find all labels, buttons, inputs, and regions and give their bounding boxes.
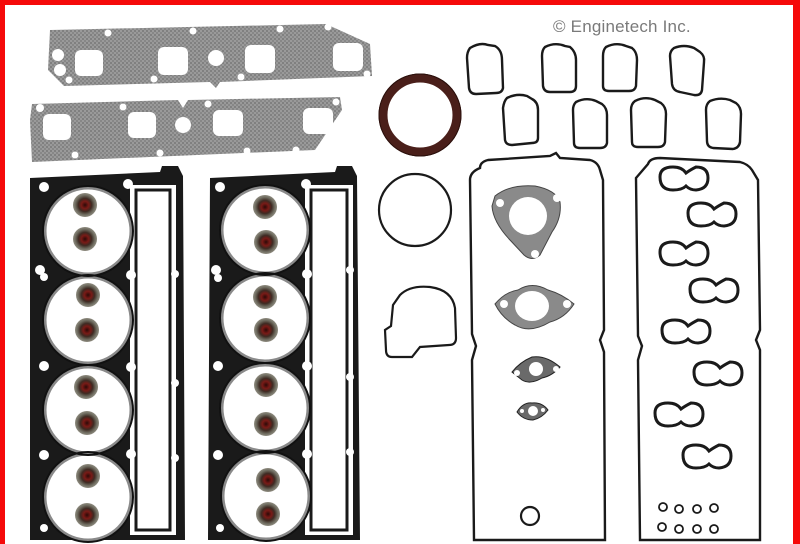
copyright-watermark: © Enginetech Inc. <box>553 17 691 36</box>
spark-plug-tube-seals <box>653 165 744 470</box>
intake-manifold-gaskets <box>465 42 743 151</box>
valve-stem-seals-left <box>73 193 100 527</box>
two-bolt-flange-gasket-large <box>494 285 575 330</box>
rear-main-seal <box>378 73 462 157</box>
small-o-ring <box>519 505 541 527</box>
valve-stem-seals-right <box>253 195 280 526</box>
small-o-rings <box>657 502 719 534</box>
round-o-ring-gasket <box>377 172 453 248</box>
exhaust-manifold-gasket-lower <box>30 97 342 162</box>
three-bolt-flange-gasket <box>491 185 561 259</box>
exhaust-manifold-gasket-upper <box>48 23 372 88</box>
valve-cover-gasket-right <box>634 156 762 542</box>
cylinder-head-gasket-right <box>208 166 360 542</box>
two-bolt-flange-gasket-small <box>516 402 549 421</box>
cylinder-head-gasket-left <box>30 166 185 543</box>
valve-cover-gasket-left <box>468 151 607 542</box>
throttle-body-gasket <box>383 285 458 359</box>
two-bolt-flange-gasket-medium <box>511 356 561 383</box>
